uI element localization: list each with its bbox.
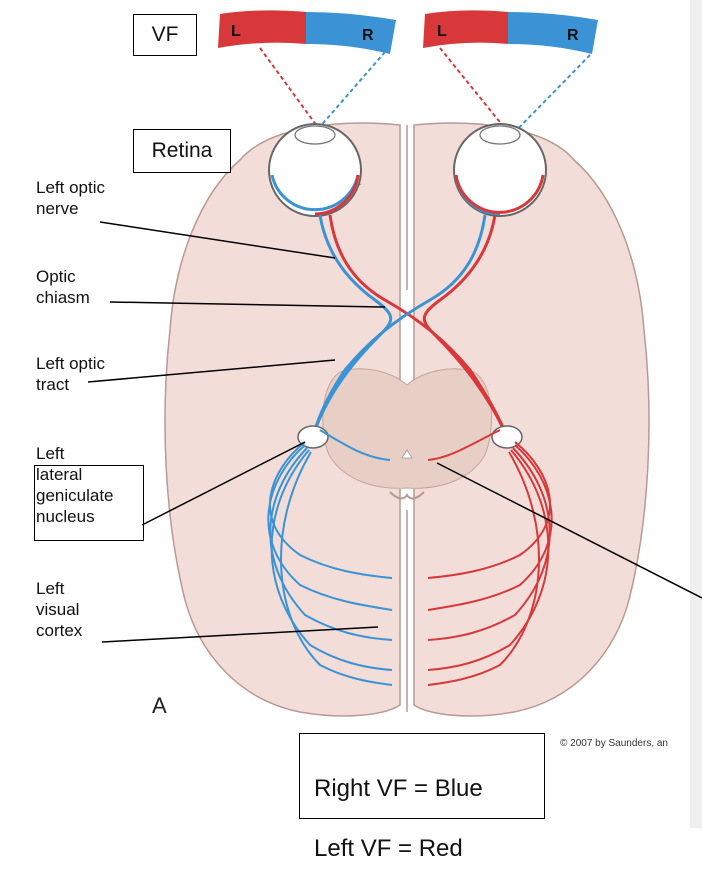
leader-left-optic-nerve	[99, 221, 336, 259]
right-optic-nerve-blue	[313, 214, 487, 431]
left-lgn-label	[34, 465, 144, 541]
right-optic-radiation	[427, 441, 553, 686]
visual-pathway-diagram	[87, 10, 702, 717]
leader-left-optic-tract	[87, 359, 336, 383]
color-legend: Right VF = Blue Left VF = Red	[299, 733, 545, 862]
left-optic-nerve-label: Left optic nerve	[36, 178, 105, 218]
left-eye	[268, 123, 362, 217]
projection-blue-right	[462, 54, 591, 186]
copyright-text: © 2007 by Saunders, an	[560, 738, 668, 749]
figure-letter: A	[152, 693, 167, 718]
cerebral-aqueduct	[401, 449, 413, 459]
left-optic-tract-label: Left optic tract	[36, 354, 105, 394]
vf-left-eye-r-letter: R	[362, 27, 374, 44]
right-lgn	[491, 425, 523, 449]
vf-arc-left-eye-red	[218, 10, 306, 48]
leader-left-lgn	[141, 441, 306, 526]
retina-label: Retina	[133, 129, 231, 173]
left-visual-cortex-label: Left visual cortex	[36, 579, 83, 640]
optic-chiasm-label: Optic chiasm	[36, 267, 90, 307]
left-lgn	[297, 425, 329, 449]
left-hemisphere	[164, 122, 401, 717]
left-optic-nerve-blue	[313, 214, 393, 431]
cerebellum-notch	[389, 491, 425, 500]
right-brainstem-branch	[427, 429, 501, 461]
legend-right-vf: Right VF = Blue	[314, 775, 483, 802]
left-lgn-label-text: Left lateral geniculate nucleus	[36, 444, 114, 526]
vf-left-eye-l-letter: L	[231, 23, 241, 40]
vf-arc-right-eye-red	[423, 10, 508, 48]
leader-lines	[87, 221, 702, 643]
left-brainstem-branch	[319, 429, 391, 461]
leader-right-brainstem	[436, 462, 702, 599]
vf-right-eye-r-letter: R	[567, 27, 579, 44]
vf-right-eye-l-letter: L	[437, 23, 447, 40]
leader-optic-chiasm	[109, 301, 386, 308]
right-optic-nerve-red	[422, 214, 507, 433]
left-optic-radiation	[267, 441, 393, 686]
leader-left-visual-cortex	[101, 626, 379, 643]
right-eye	[453, 123, 547, 217]
legend-left-vf: Left VF = Red	[314, 835, 463, 862]
vf-arc-left-eye-blue	[306, 12, 396, 54]
right-hemisphere	[413, 122, 650, 717]
vf-arc-right-eye-blue	[508, 12, 598, 54]
brainstem	[322, 368, 492, 489]
vf-label: VF	[133, 14, 197, 56]
right-edge-strip	[690, 0, 702, 828]
